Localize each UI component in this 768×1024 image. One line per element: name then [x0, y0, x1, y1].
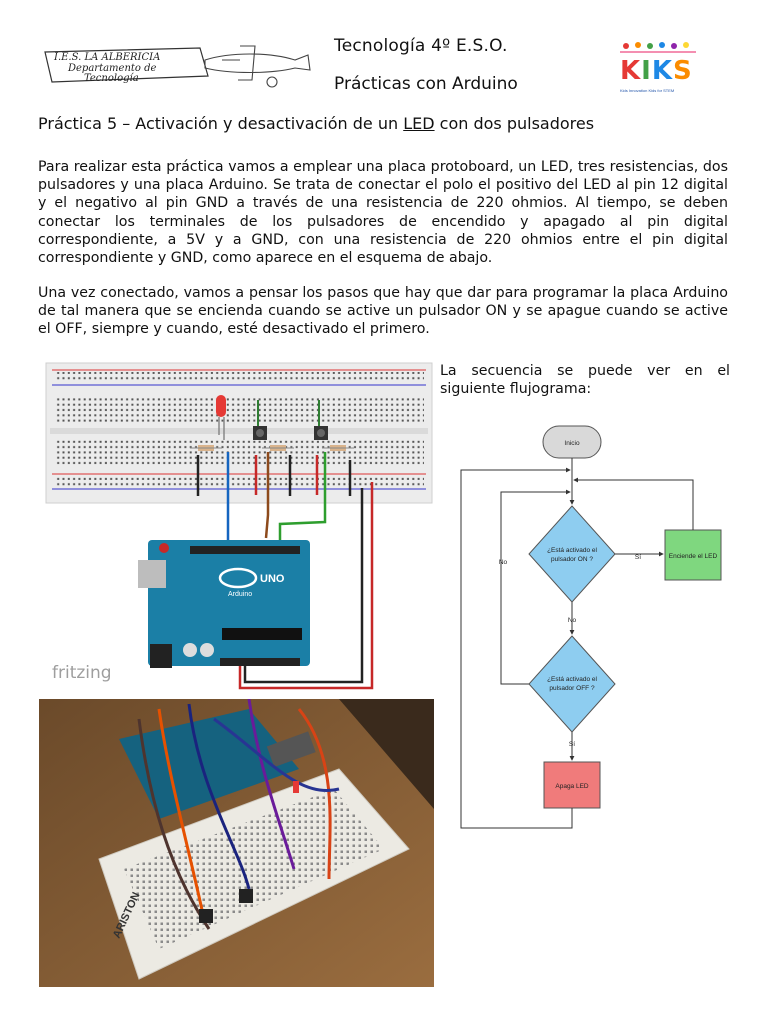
resistor-1 [190, 445, 222, 451]
kiks-tagline: Kids Innovation Kids for STEM [620, 88, 675, 93]
flow-start-label: Inicio [564, 440, 580, 447]
airplane-icon [204, 45, 311, 88]
arduino-board: UNO Arduino [138, 540, 310, 668]
wiring-diagram: UNO Arduino fritzing [40, 360, 440, 692]
kids-figures-icon [620, 42, 696, 53]
logo-line-3: Tecnología [84, 73, 139, 84]
pushbutton-on [253, 426, 267, 440]
led-component [216, 395, 226, 440]
photo-led [293, 781, 299, 793]
flow-action-off [543, 761, 601, 809]
decision-off-line1: ¿Está activado el [547, 676, 597, 683]
pushbutton-off [314, 426, 328, 440]
kiks-logo: KIKS Kids Innovation Kids for STEM [612, 40, 702, 98]
board-label: UNO [260, 573, 285, 585]
flow-no-2: No [499, 559, 508, 566]
flow-decision-on [528, 505, 616, 603]
decision-off-line2: pulsador OFF ? [549, 685, 595, 692]
assembly-photo: ARISTON [39, 698, 434, 987]
flow-decision-off [528, 635, 616, 733]
paragraph-2: Una vez conectado, vamos a pensar los pa… [38, 285, 728, 338]
logo-line-2: Departamento de [67, 63, 157, 74]
header-title: Tecnología 4º E.S.O. [334, 36, 508, 56]
resistor-3 [322, 445, 354, 451]
fritzing-watermark: fritzing [52, 663, 112, 683]
flowchart: Inicio ¿Está activado el pulsador ON ? S… [455, 420, 725, 835]
paragraph-1: Para realizar esta práctica vamos a empl… [38, 159, 728, 267]
flow-no-1: No [568, 617, 577, 624]
logo-line-1: I.E.S. LA ALBERICIA [53, 52, 160, 63]
decision-on-line2: pulsador ON ? [551, 556, 593, 563]
resistor-2 [262, 445, 294, 451]
header-subtitle: Prácticas con Arduino [334, 74, 518, 94]
action-on-label: Enciende el LED [669, 553, 718, 560]
decision-on-line1: ¿Está activado el [547, 547, 597, 554]
photo-button-1 [199, 909, 213, 923]
action-off-label: Apaga LED [555, 783, 589, 790]
flowchart-intro: La secuencia se puede ver en el siguient… [440, 363, 730, 398]
photo-button-2 [239, 889, 253, 903]
board-sublabel: Arduino [228, 591, 252, 598]
flow-action-on [664, 529, 722, 581]
flow-yes-2: Sí [569, 741, 575, 748]
flow-yes-1: Sí [635, 554, 641, 561]
section-title: Práctica 5 – Activación y desactivación … [38, 114, 595, 133]
school-logo: I.E.S. LA ALBERICIA Departamento de Tecn… [40, 40, 320, 102]
